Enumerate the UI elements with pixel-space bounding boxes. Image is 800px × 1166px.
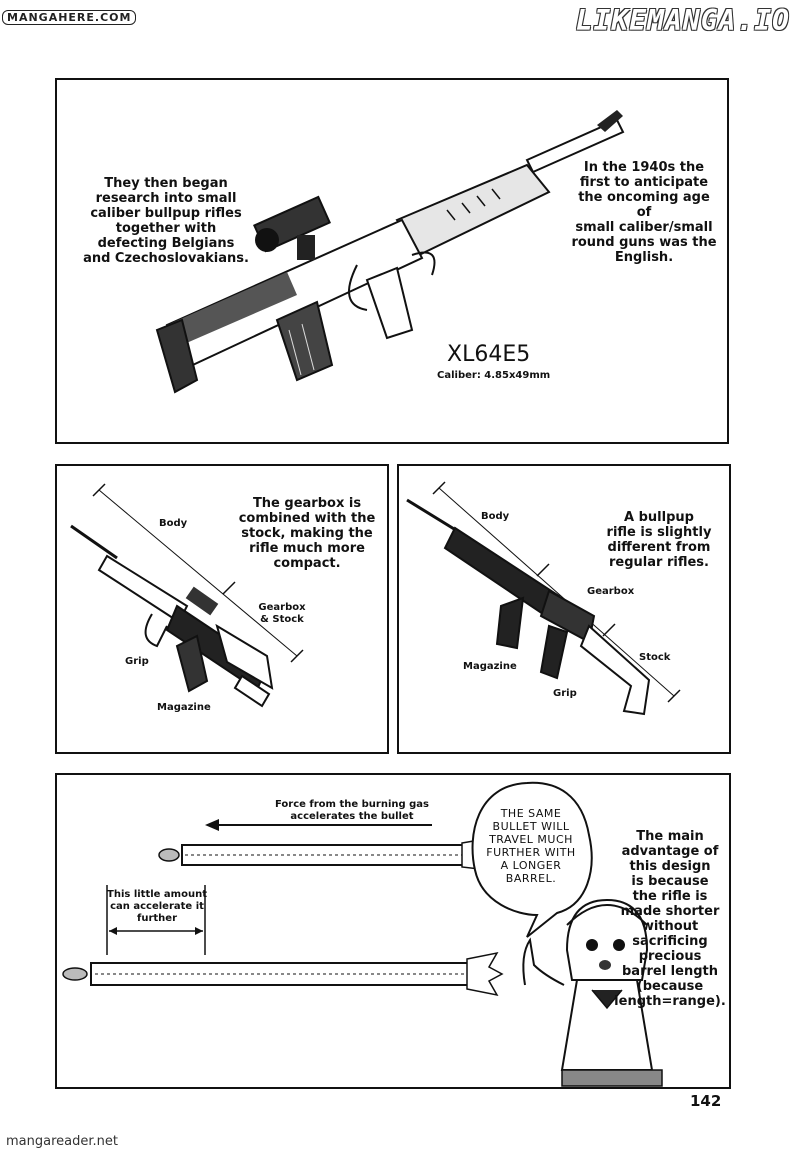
girl-character [522,898,663,1087]
gun-caliber: Caliber: 4.85x49mm [437,370,551,381]
label-grip: Grip [125,656,149,667]
label-grip: Grip [553,688,577,699]
label-gearbox-stock: Gearbox & Stock [258,602,306,625]
watermark-mangareader: mangareader.net [6,1134,118,1149]
label-gearbox: Gearbox [587,586,635,597]
force-caption: Force from the burning gas accelerates t… [274,799,429,822]
panel2-caption: The gearbox is combined with the stock, … [238,496,376,571]
gun-name: XL64E5 [447,342,531,367]
label-body: Body [159,518,188,529]
panel-barrel-length: Force from the burning gas accelerates t… [55,773,731,1089]
panel-regular-rifle-diagram: A bullpup rifle is slightly different fr… [397,464,731,754]
label-magazine: Magazine [157,702,211,713]
watermark-likemanga: LIKEMANGA.IO [575,4,790,37]
panel-bullpup-diagram: The gearbox is combined with the stock, … [55,464,389,754]
page-number: 142 [690,1092,722,1110]
xl64e5-rifle-drawing [155,110,625,394]
watermark-mangahere: MANGAHERE.COM [2,10,137,25]
label-stock: Stock [639,652,671,663]
panel4-right-caption: The main advantage of this design is bec… [614,829,726,1009]
panel-xl64e5: They then began research into small cali… [55,78,729,444]
bullpup-rifle-drawing [70,483,304,708]
label-magazine: Magazine [463,661,517,672]
label-body: Body [481,511,510,522]
panel1-right-caption: In the 1940s the first to anticipate the… [571,160,717,265]
regular-rifle-drawing [406,481,681,716]
panel1-left-caption: They then began research into small cali… [83,176,249,266]
speech-bubble-text: THE SAME BULLET WILL TRAVEL MUCH FURTHER… [486,807,576,885]
barrel-diagram [62,781,663,1087]
little-amount-caption: This little amount can accelerate it fur… [107,889,207,924]
panel3-caption: A bullpup rifle is slightly different fr… [606,510,712,570]
